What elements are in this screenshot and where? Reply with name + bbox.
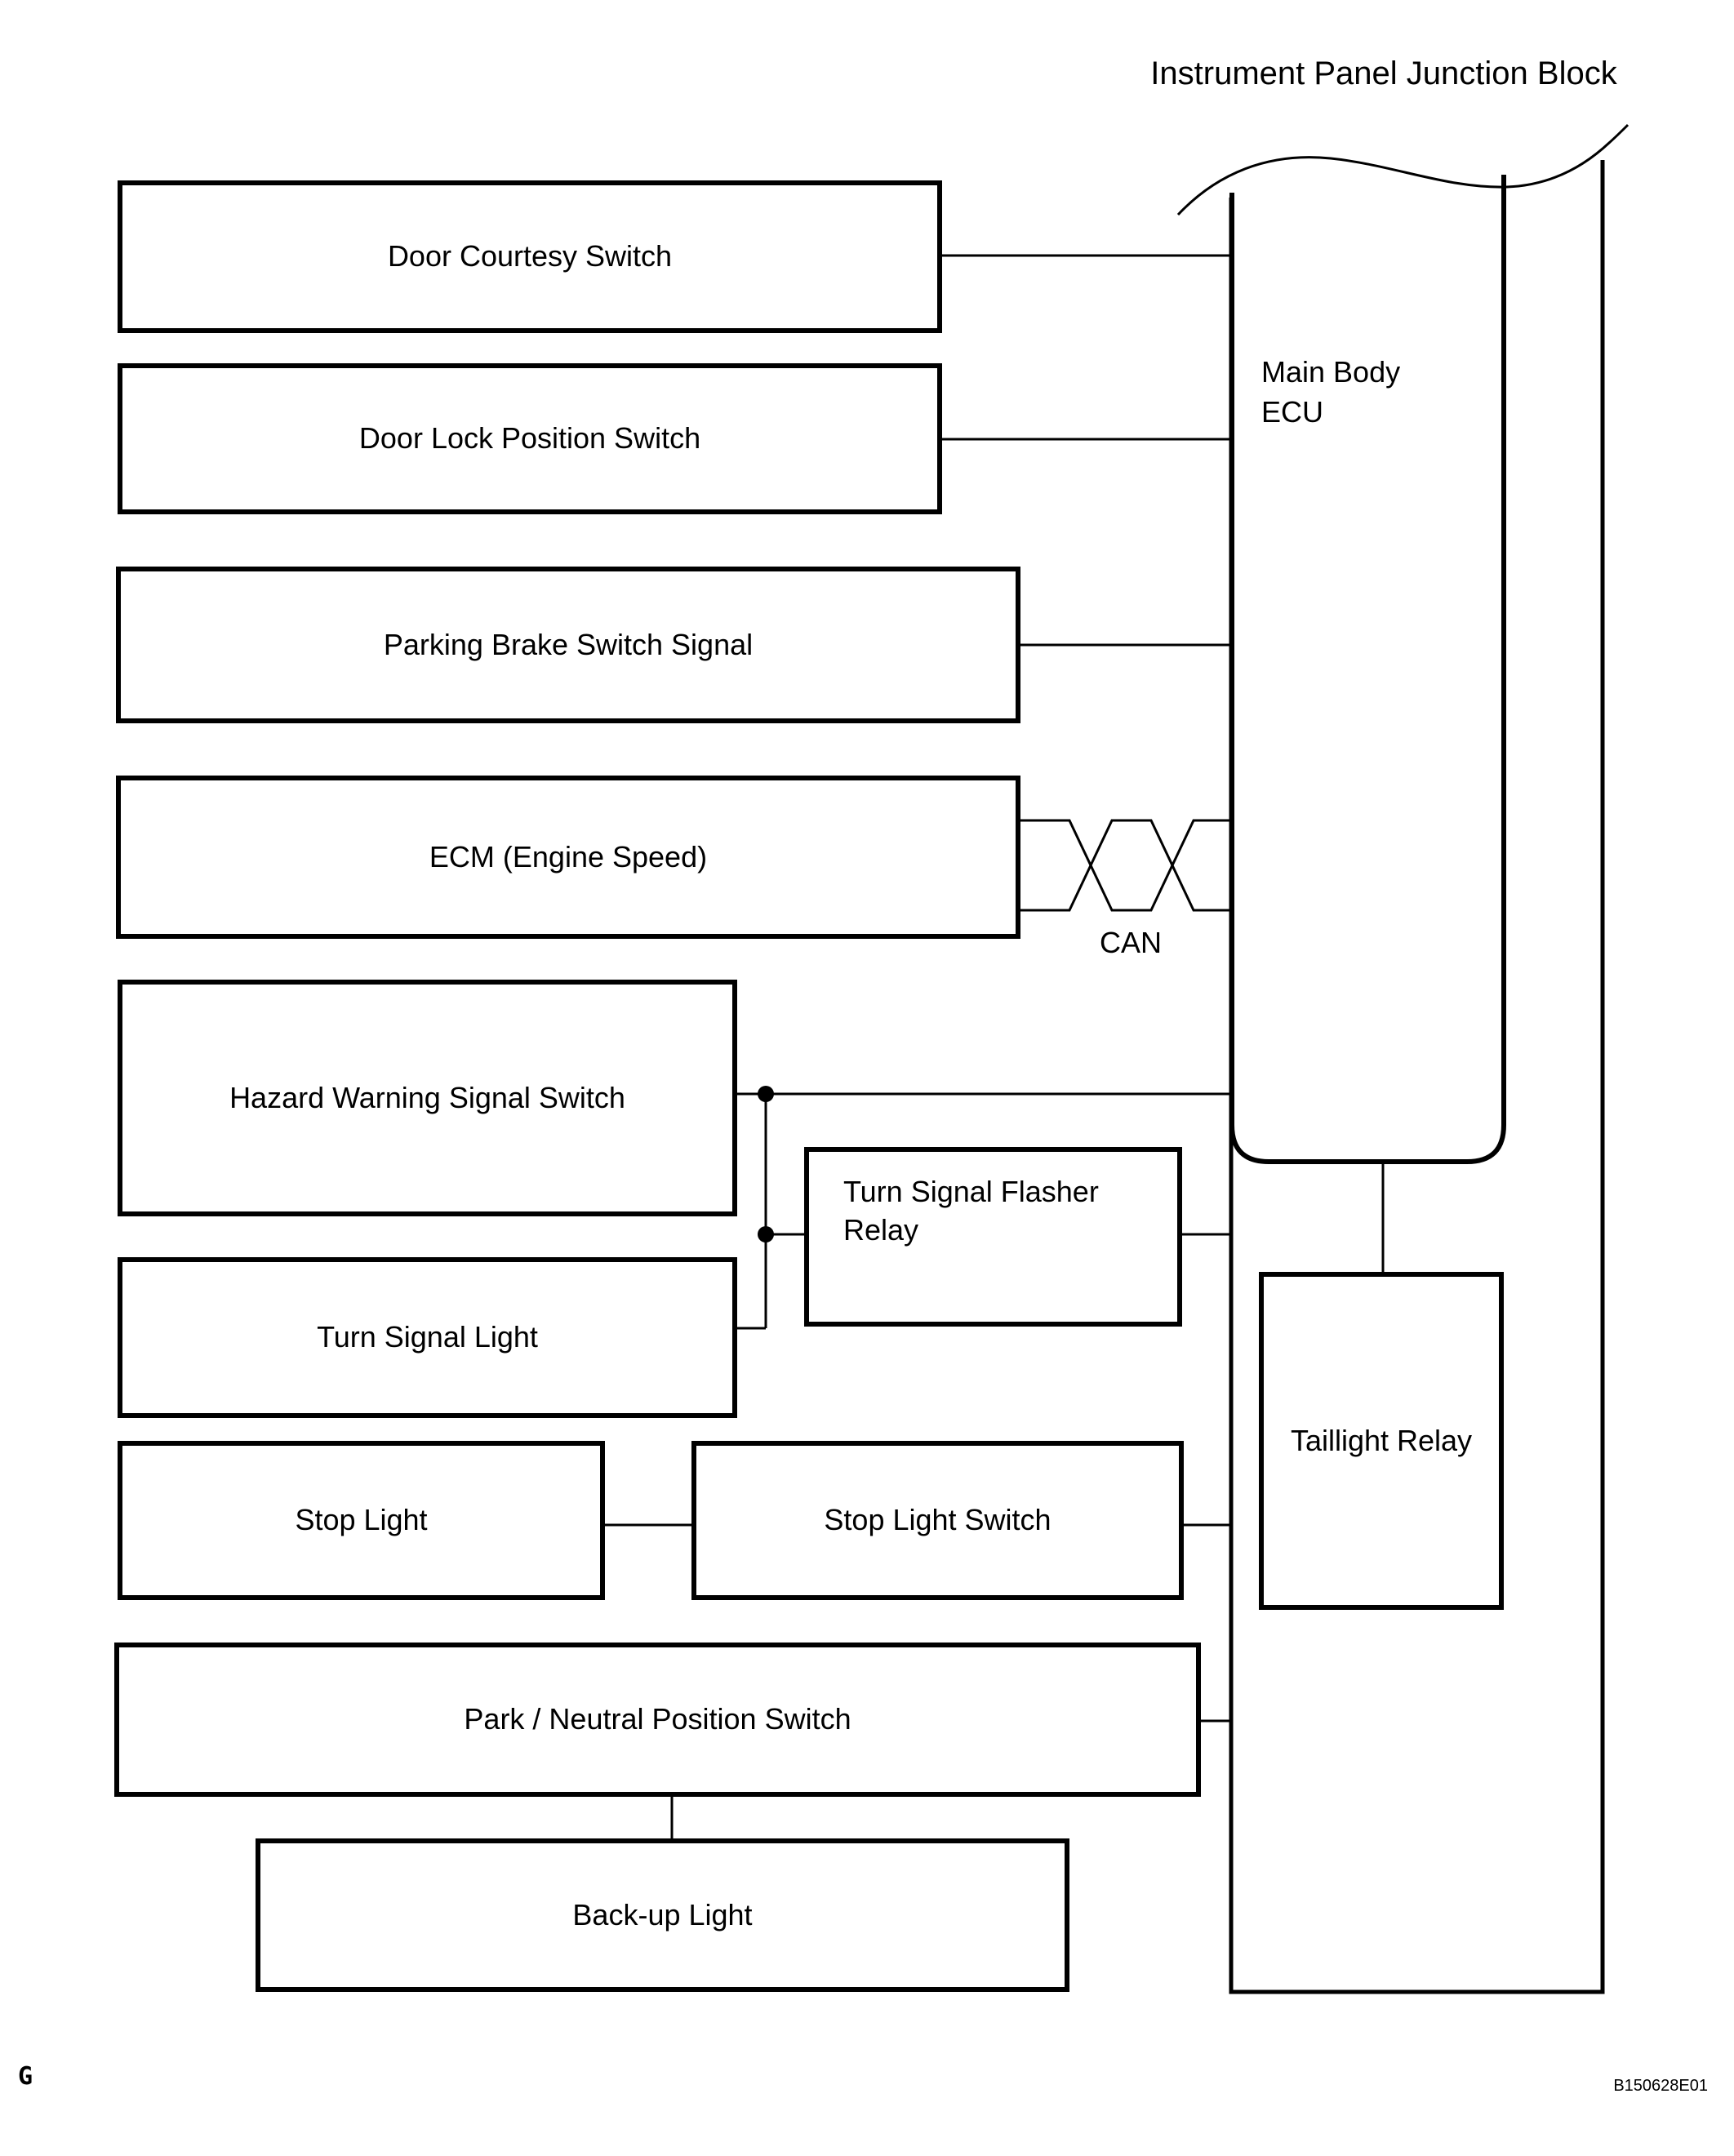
box-hazard-warning-signal-switch-label: Hazard Warning Signal Switch <box>229 1080 625 1114</box>
box-parking-brake-switch-signal: Parking Brake Switch Signal <box>116 567 1020 723</box>
can-bus-label: CAN <box>1099 926 1162 959</box>
box-backup-light: Back-up Light <box>256 1838 1069 1992</box>
box-park-neutral-position-switch: Park / Neutral Position Switch <box>114 1643 1201 1797</box>
junction-dot-flasher <box>758 1226 774 1242</box>
junction-dot-hazard <box>758 1086 774 1102</box>
box-parking-brake-switch-signal-label: Parking Brake Switch Signal <box>383 627 754 661</box>
box-stop-light: Stop Light <box>118 1441 605 1600</box>
box-ecm-engine-speed: ECM (Engine Speed) <box>116 776 1020 939</box>
box-taillight-relay: Taillight Relay <box>1259 1272 1504 1610</box>
box-turn-signal-flasher-relay: Turn Signal Flasher Relay <box>804 1147 1182 1327</box>
box-door-courtesy-switch: Door Courtesy Switch <box>118 180 942 333</box>
box-ecm-engine-speed-label: ECM (Engine Speed) <box>429 839 708 874</box>
main-body-ecu-outline <box>1229 175 1506 1164</box>
page-section-letter: G <box>18 2062 33 2091</box>
box-turn-signal-light: Turn Signal Light <box>118 1257 737 1418</box>
figure-code: B150628E01 <box>1613 2077 1708 2095</box>
box-backup-light-label: Back-up Light <box>572 1897 753 1932</box>
box-stop-light-switch: Stop Light Switch <box>691 1441 1184 1600</box>
box-park-neutral-position-switch-label: Park / Neutral Position Switch <box>464 1702 851 1736</box>
box-door-lock-position-switch-label: Door Lock Position Switch <box>358 421 701 456</box>
can-twisted-pair-wire-b <box>1020 819 1231 912</box>
box-hazard-warning-signal-switch: Hazard Warning Signal Switch <box>118 980 737 1216</box>
box-door-courtesy-switch-label: Door Courtesy Switch <box>387 239 673 273</box>
box-door-lock-position-switch: Door Lock Position Switch <box>118 363 942 514</box>
box-turn-signal-flasher-relay-label: Turn Signal Flasher Relay <box>843 1175 1099 1247</box>
box-stop-light-switch-label: Stop Light Switch <box>824 1503 1052 1537</box>
break-wave <box>1176 123 1630 216</box>
main-body-ecu-label: Main Body ECU <box>1261 355 1401 429</box>
box-stop-light-label: Stop Light <box>295 1503 428 1537</box>
box-turn-signal-light-label: Turn Signal Light <box>317 1320 538 1354</box>
can-twisted-pair-wire-a <box>1020 819 1231 912</box>
diagram-title: Instrument Panel Junction Block <box>1150 56 1617 91</box>
junction-block-outline <box>1229 160 1605 1994</box>
box-taillight-relay-label: Taillight Relay <box>1290 1423 1473 1457</box>
